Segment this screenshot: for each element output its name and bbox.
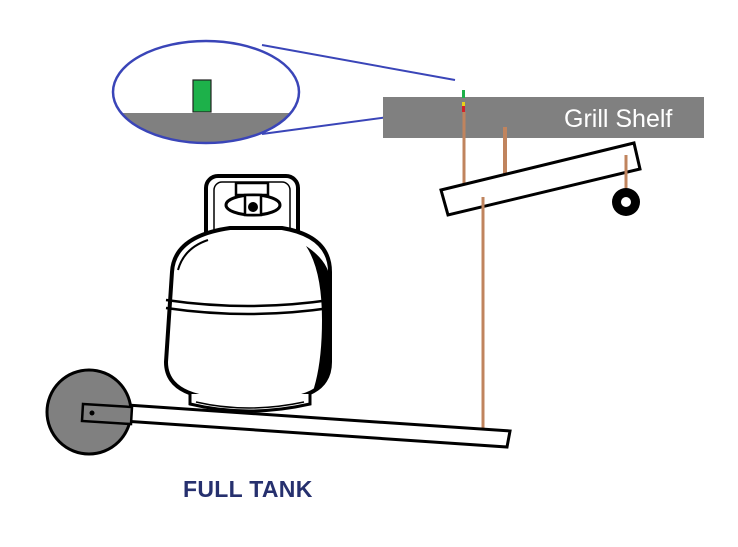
wheel-axle	[89, 410, 95, 416]
magnifier-callout	[111, 39, 456, 145]
grill-shelf	[383, 97, 704, 138]
magnifier-lens	[111, 39, 301, 145]
tank-seam	[165, 298, 331, 308]
indicator-yellow-segment	[462, 102, 465, 106]
indicator-green-segment	[462, 90, 465, 98]
magnified-shelf	[113, 113, 299, 143]
propane-tank	[163, 174, 332, 413]
callout-line-top	[261, 44, 456, 81]
indicator-red-segment	[462, 106, 465, 112]
tank-valve	[234, 181, 270, 197]
level-indicator	[462, 90, 465, 112]
wheel-axle-plate	[80, 402, 134, 426]
tank-status-caption: FULL TANK	[183, 476, 313, 502]
magnified-green-indicator	[192, 79, 212, 113]
grill-shelf-label: Grill Shelf	[564, 105, 672, 133]
counterweight-hole	[621, 197, 631, 207]
lower-platform-arm	[78, 400, 512, 449]
upper-lever-arm	[439, 141, 642, 217]
